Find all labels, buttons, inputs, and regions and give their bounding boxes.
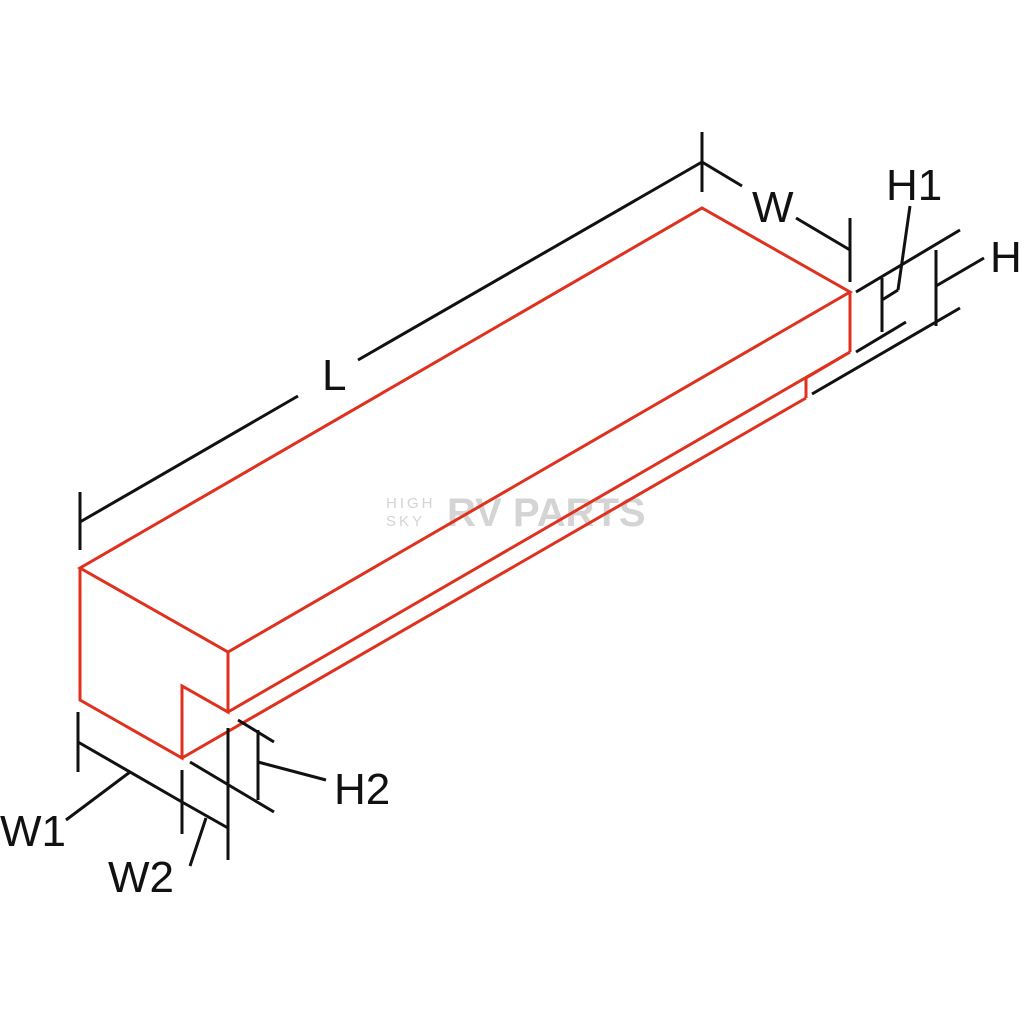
label-l: L: [322, 351, 346, 400]
dim-w-line-b: [795, 216, 851, 252]
lip-bottom-edge: [181, 396, 807, 760]
dim-l-line-a: [79, 394, 299, 524]
dimension-lines: [65, 132, 985, 867]
step-edge: [805, 350, 851, 380]
label-h1: H1: [886, 161, 942, 210]
dim-h-leader: [935, 256, 985, 288]
dim-h2-ext-top: [189, 760, 275, 814]
label-w2: W2: [108, 853, 174, 902]
dimension-labels: L W H1 H H2 W1 W2: [0, 161, 1022, 902]
dim-h1-leader-b: [896, 205, 912, 291]
dim-w1-leader: [65, 770, 131, 822]
part-outline: [76, 206, 854, 761]
end-face: [78, 568, 230, 761]
dim-h2-leader: [257, 760, 327, 782]
label-h2: H2: [334, 765, 390, 814]
watermark-line2: SKY: [386, 513, 425, 530]
dim-h2-ext-bottom: [237, 718, 275, 744]
dim-w2-line: [181, 800, 229, 830]
dim-h-ext-bottom: [811, 306, 961, 396]
dim-w2-leader: [188, 817, 208, 867]
label-w1: W1: [0, 807, 66, 856]
label-w: W: [752, 183, 794, 232]
label-h: H: [990, 233, 1022, 282]
dim-l-line-b: [357, 160, 703, 362]
dim-h1-leader-a: [881, 288, 899, 302]
watermark-line1: HIGH: [386, 495, 436, 512]
dim-h1-ext-top: [855, 228, 961, 294]
top-face: [76, 206, 854, 654]
upper-side-bottom-edge: [227, 350, 851, 714]
dim-w-line-a: [701, 160, 743, 188]
dim-h1-ext-bottom: [855, 320, 907, 354]
